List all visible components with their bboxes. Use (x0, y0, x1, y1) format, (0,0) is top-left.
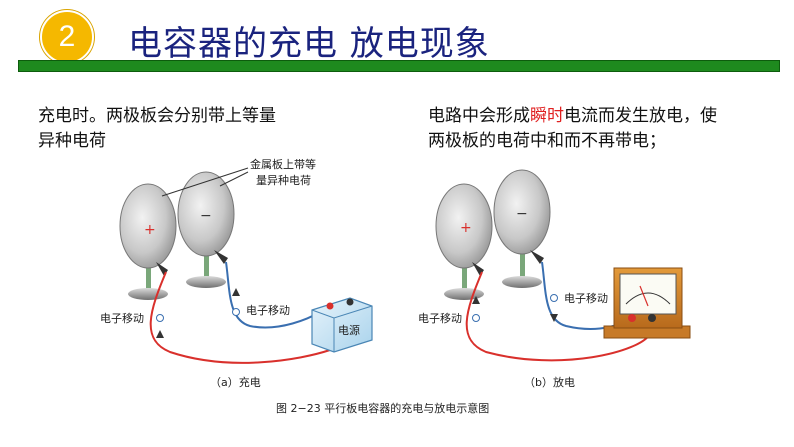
positive-plate (119, 183, 177, 269)
discharge-text-before: 电路中会形成 (428, 106, 530, 126)
charging-description: 充电时。两极板会分别带上等量异种电荷 (38, 106, 276, 151)
negative-plate (177, 171, 235, 257)
discharging-red-wire (465, 271, 651, 362)
electron-move-label-a1: 电子移动 (100, 312, 144, 325)
discharging-diagram: + − 电子移动 电子移动 （b）放电 (418, 169, 691, 389)
charging-red-wire (149, 271, 331, 364)
caption-charging: （a）充电 (210, 375, 261, 389)
charging-diagram: + − 金属板上带等 量异种电荷 电子移动 电子移动 电源 （a）充电 (100, 157, 373, 389)
power-source: 电源 (311, 297, 373, 353)
right-plate-stand (186, 246, 226, 288)
minus-sign: − (200, 208, 212, 224)
plus-sign-b: + (460, 220, 472, 236)
electron-move-label-a2: 电子移动 (246, 304, 290, 317)
plus-sign: + (144, 222, 156, 238)
power-label: 电源 (338, 323, 360, 337)
section-number-badge: 2 (40, 10, 94, 64)
negative-plate-b (493, 169, 551, 255)
discharge-text-highlight: 瞬时 (530, 106, 564, 126)
caption-discharging: （b）放电 (524, 375, 575, 389)
plate-label-line2: 量异种电荷 (256, 173, 311, 187)
section-number: 2 (58, 20, 76, 53)
charging-blue-wire (225, 261, 321, 329)
galvanometer (603, 267, 691, 339)
positive-plate-b (435, 183, 493, 269)
discharging-description: 电路中会形成瞬时电流而发生放电，使两极板的电荷中和而不再带电； (428, 104, 728, 154)
title-underline-bar (18, 60, 780, 72)
right-plate-stand-b (502, 246, 542, 288)
minus-sign-b: − (516, 206, 528, 222)
page-title: 电容器的充电 放电现象 (128, 24, 490, 64)
electron-move-label-b1: 电子移动 (418, 312, 462, 325)
discharge-text-after: 电流而发生放电，使两极板的电荷中和而不再带电； (428, 106, 717, 151)
figure-caption: 图 2−23 平行板电容器的充电与放电示意图 (276, 401, 489, 415)
electron-move-label-b2: 电子移动 (564, 292, 608, 305)
plate-label-line1: 金属板上带等 (250, 157, 316, 171)
